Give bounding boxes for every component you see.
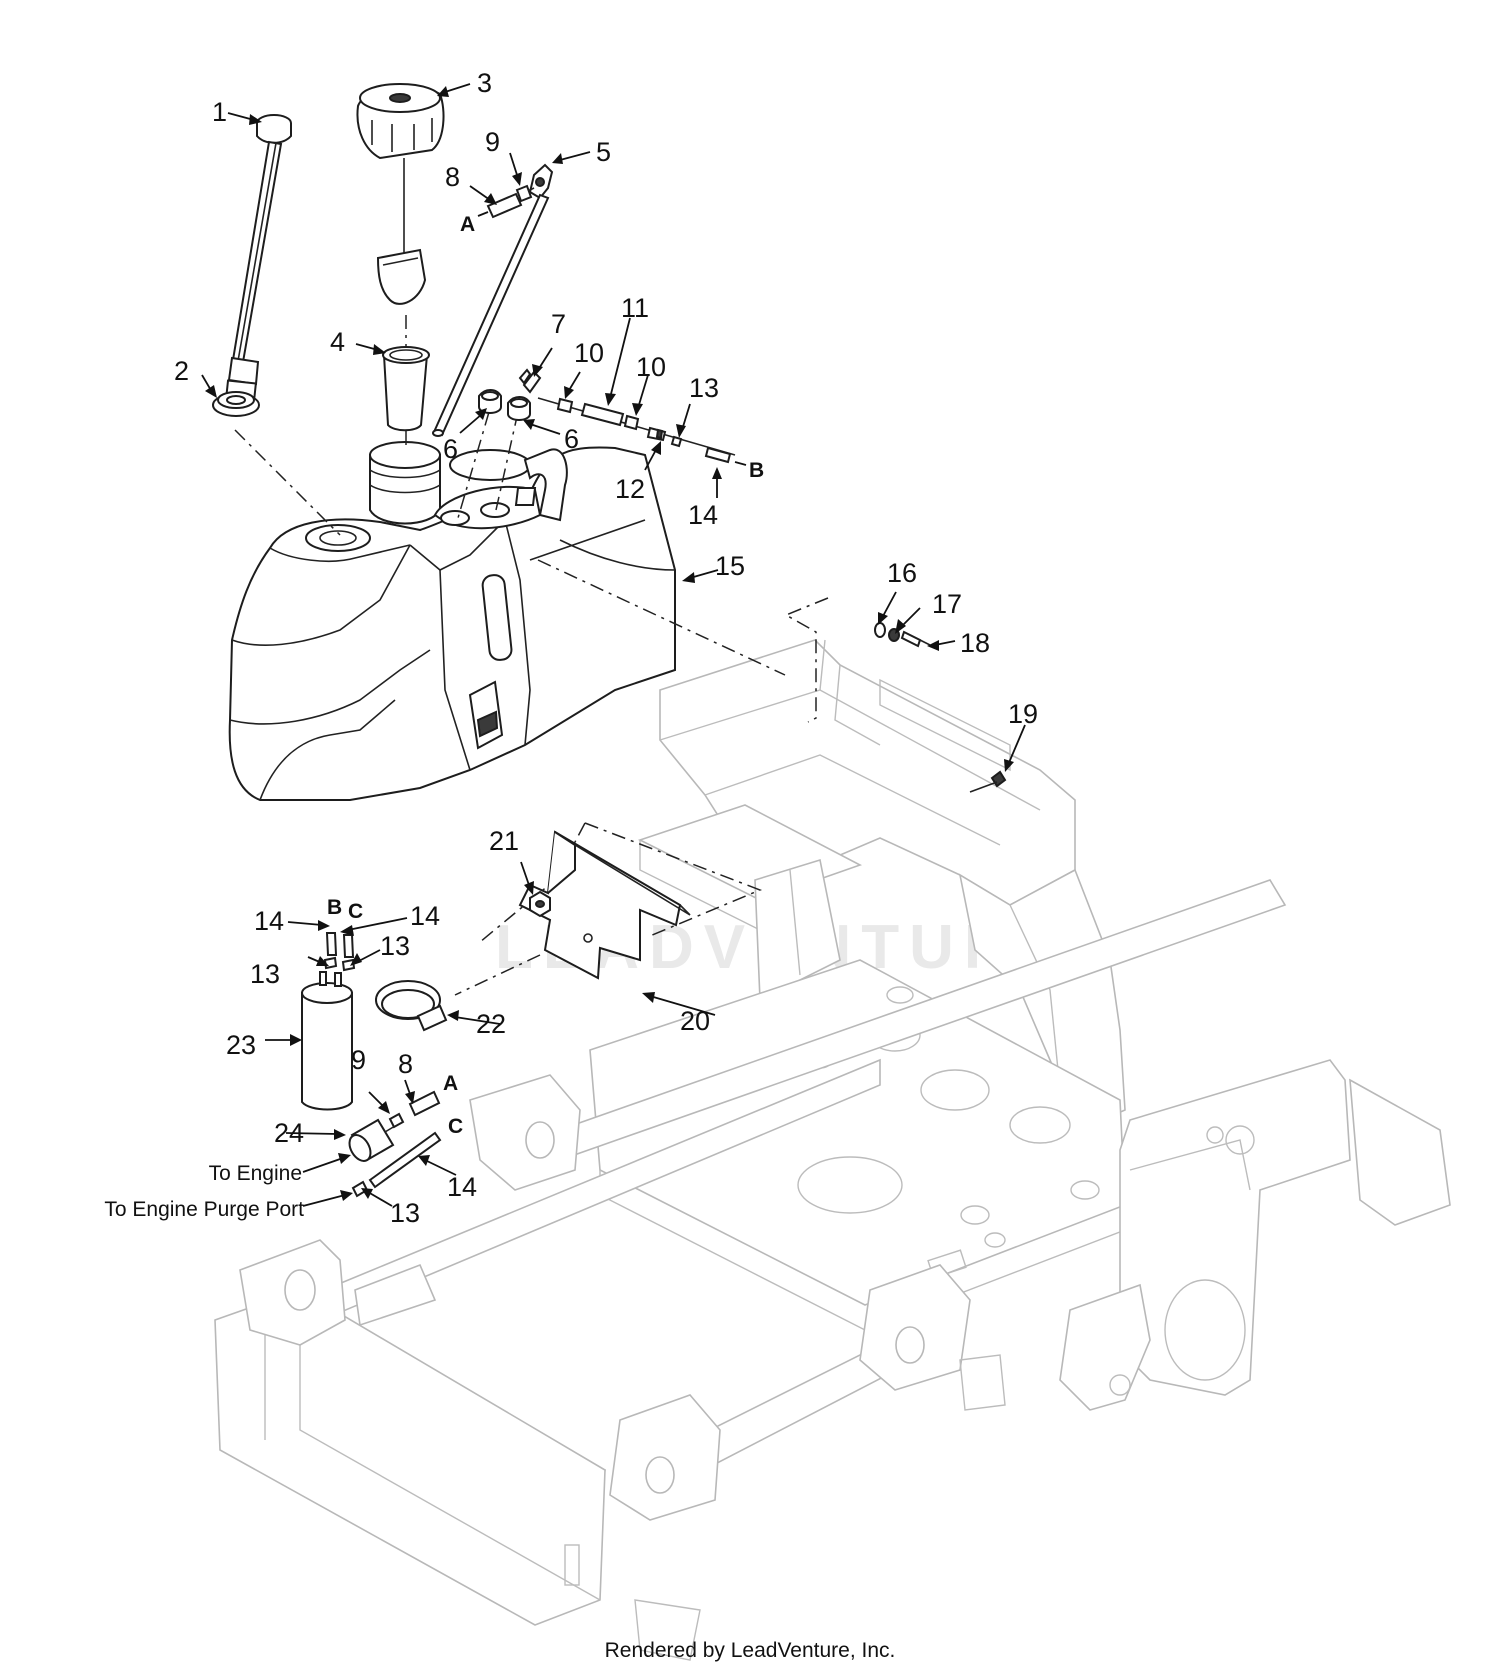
callout-8a: 8 xyxy=(445,162,460,192)
letter-a-bottom: A xyxy=(443,1072,458,1095)
letter-c-bottom: C xyxy=(448,1115,463,1138)
callout-14c: 14 xyxy=(410,901,440,931)
callout-19: 19 xyxy=(1008,699,1038,729)
callout-14b: 14 xyxy=(254,906,284,936)
letter-b-top: B xyxy=(749,459,764,482)
part-8-9-lower-hose xyxy=(388,1090,441,1129)
callout-20: 20 xyxy=(680,1006,710,1036)
callout-7: 7 xyxy=(551,309,566,339)
callout-8b: 8 xyxy=(398,1049,413,1079)
callout-labels: 1 2 3 4 5 6 6 7 8 8 9 9 10 10 11 12 13 1… xyxy=(174,68,1038,1228)
callout-11: 11 xyxy=(621,293,649,323)
callout-2: 2 xyxy=(174,356,189,386)
callout-22: 22 xyxy=(476,1009,506,1039)
part-6-grommets xyxy=(478,389,531,421)
callout-15: 15 xyxy=(715,551,745,581)
fuel-tank xyxy=(228,441,676,801)
connection-letters: A B B C A C xyxy=(327,213,764,1138)
callout-23: 23 xyxy=(226,1030,256,1060)
part-23-canister xyxy=(301,971,353,1111)
callout-6a: 6 xyxy=(443,434,458,464)
callout-14a: 14 xyxy=(688,500,718,530)
part-4-filler-screen xyxy=(382,346,430,432)
part-19-screw xyxy=(969,770,1007,793)
callout-21: 21 xyxy=(489,826,519,856)
part-16-17-18-hardware xyxy=(874,622,931,648)
dest-to-engine: To Engine xyxy=(209,1162,302,1185)
callout-5: 5 xyxy=(596,137,611,167)
part-24-fuel-filter xyxy=(348,1118,396,1162)
part-22-hose-clamp xyxy=(375,980,448,1032)
callout-13d: 13 xyxy=(390,1198,420,1228)
dest-to-engine-purge-port: To Engine Purge Port xyxy=(104,1198,304,1221)
hose-run-top xyxy=(537,397,736,464)
callout-9b: 9 xyxy=(351,1045,366,1075)
callout-17: 17 xyxy=(932,589,962,619)
callout-10b: 10 xyxy=(636,352,666,382)
part-1-fuel-sender xyxy=(225,114,292,403)
callout-13a: 13 xyxy=(689,373,719,403)
footer-credit: Rendered by LeadVenture, Inc. xyxy=(605,1639,896,1662)
callout-6b: 6 xyxy=(564,424,579,454)
callout-13c: 13 xyxy=(380,931,410,961)
callout-4: 4 xyxy=(330,327,345,357)
part-8-9-top-hose xyxy=(486,184,535,219)
callout-3: 3 xyxy=(477,68,492,98)
callout-14d: 14 xyxy=(447,1172,477,1202)
part-20-bracket xyxy=(518,830,691,980)
part-21-nut xyxy=(529,890,551,918)
assembly-centerlines xyxy=(234,315,829,996)
callout-13b: 13 xyxy=(250,959,280,989)
callout-24: 24 xyxy=(274,1118,304,1148)
callout-1: 1 xyxy=(212,97,227,127)
letter-a-top: A xyxy=(460,213,475,236)
callout-9a: 9 xyxy=(485,127,500,157)
callout-10a: 10 xyxy=(574,338,604,368)
callout-16: 16 xyxy=(887,558,917,588)
mower-frame xyxy=(214,639,1451,1661)
letter-c-filter: C xyxy=(348,900,363,923)
letter-b-filter: B xyxy=(327,896,342,919)
canister-hoses xyxy=(323,932,356,972)
part-3-fuel-cap xyxy=(356,83,445,305)
callout-18: 18 xyxy=(960,628,990,658)
part-7-fitting xyxy=(518,368,542,394)
leader-lines xyxy=(201,83,1026,1207)
callout-12: 12 xyxy=(615,474,645,504)
part-2-grommet xyxy=(212,391,260,417)
part-14-lower-hose xyxy=(351,1131,442,1198)
destination-labels: To Engine To Engine Purge Port xyxy=(104,1162,304,1221)
